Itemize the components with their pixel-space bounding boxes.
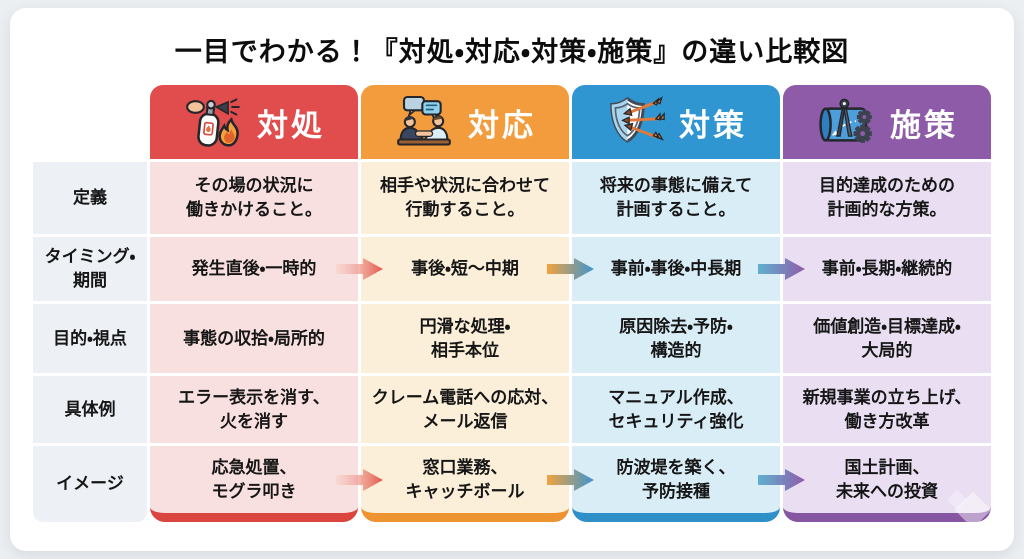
table-cell: 事態の収拾・局所的 xyxy=(150,304,358,373)
table-cell: 事後・短〜中期 xyxy=(336,237,569,301)
column-label: 対策 xyxy=(679,107,747,143)
column-label: 対処 xyxy=(257,107,325,143)
column-header-shisaku: 施策 xyxy=(783,85,991,159)
table-cell: クレーム電話への応対、 メール返信 xyxy=(361,376,569,443)
table-cell: 国土計画、 未来への投資 xyxy=(758,446,991,522)
column-header-taiou: 対応 xyxy=(361,85,569,159)
page-title: 一目でわかる！『対処・対応・対策・施策』の違い比較図 xyxy=(174,37,850,67)
column-label: 対応 xyxy=(468,107,536,143)
column-label: 施策 xyxy=(890,107,958,143)
table-cell: 価値創造・目標達成・ 大局的 xyxy=(783,304,991,373)
table-cell: 発生直後・一時的 xyxy=(150,237,358,301)
table-cell: 新規事業の立ち上げ、 働き方改革 xyxy=(783,376,991,443)
gear-large xyxy=(853,124,872,143)
table-cell: 応急処置、 モグラ叩き xyxy=(150,446,358,522)
shield-arrows-icon xyxy=(610,96,665,143)
row-header-definition: 定義 xyxy=(33,162,147,234)
infographic-card: 一目でわかる！『対処・対応・対策・施策』の違い比較図 対処 xyxy=(10,8,1014,551)
table-cell: 将来の事態に備えて 計画すること。 xyxy=(572,162,780,234)
table-cell: 事前・長期・継続的 xyxy=(758,237,991,301)
column-header-taisaku: 対策 xyxy=(572,85,780,159)
table-cell: 原因除去・予防・ 構造的 xyxy=(572,304,780,373)
column-header-taisho: 対処 xyxy=(150,85,358,159)
gear-small xyxy=(856,109,872,125)
row-header-timing: タイミング・ 期間 xyxy=(33,237,147,301)
corner-cell xyxy=(33,85,147,159)
table-cell: 事前・事後・中長期 xyxy=(547,237,780,301)
table-cell: 窓口業務、 キャッチボール xyxy=(336,446,569,522)
row-header-image: イメージ xyxy=(33,446,147,522)
table-cell: 円滑な処理・ 相手本位 xyxy=(361,304,569,373)
table-cell: マニュアル作成、 セキュリティ強化 xyxy=(572,376,780,443)
row-header-purpose: 目的・視点 xyxy=(33,304,147,373)
blueprint-compass-icon xyxy=(819,98,872,143)
table-cell: 相手や状況に合わせて 行動すること。 xyxy=(361,162,569,234)
fire-extinguisher-icon xyxy=(186,98,240,147)
comparison-table: 対処 対応 xyxy=(33,85,991,522)
table-cell: エラー表示を消す、 火を消す xyxy=(150,376,358,443)
row-header-examples: 具体例 xyxy=(33,376,147,443)
handshake-icon xyxy=(397,95,451,146)
table-cell: 防波堤を築く、 予防接種 xyxy=(547,446,780,522)
table-cell: その場の状況に 働きかけること。 xyxy=(150,162,358,234)
table-cell: 目的達成のための 計画的な方策。 xyxy=(783,162,991,234)
